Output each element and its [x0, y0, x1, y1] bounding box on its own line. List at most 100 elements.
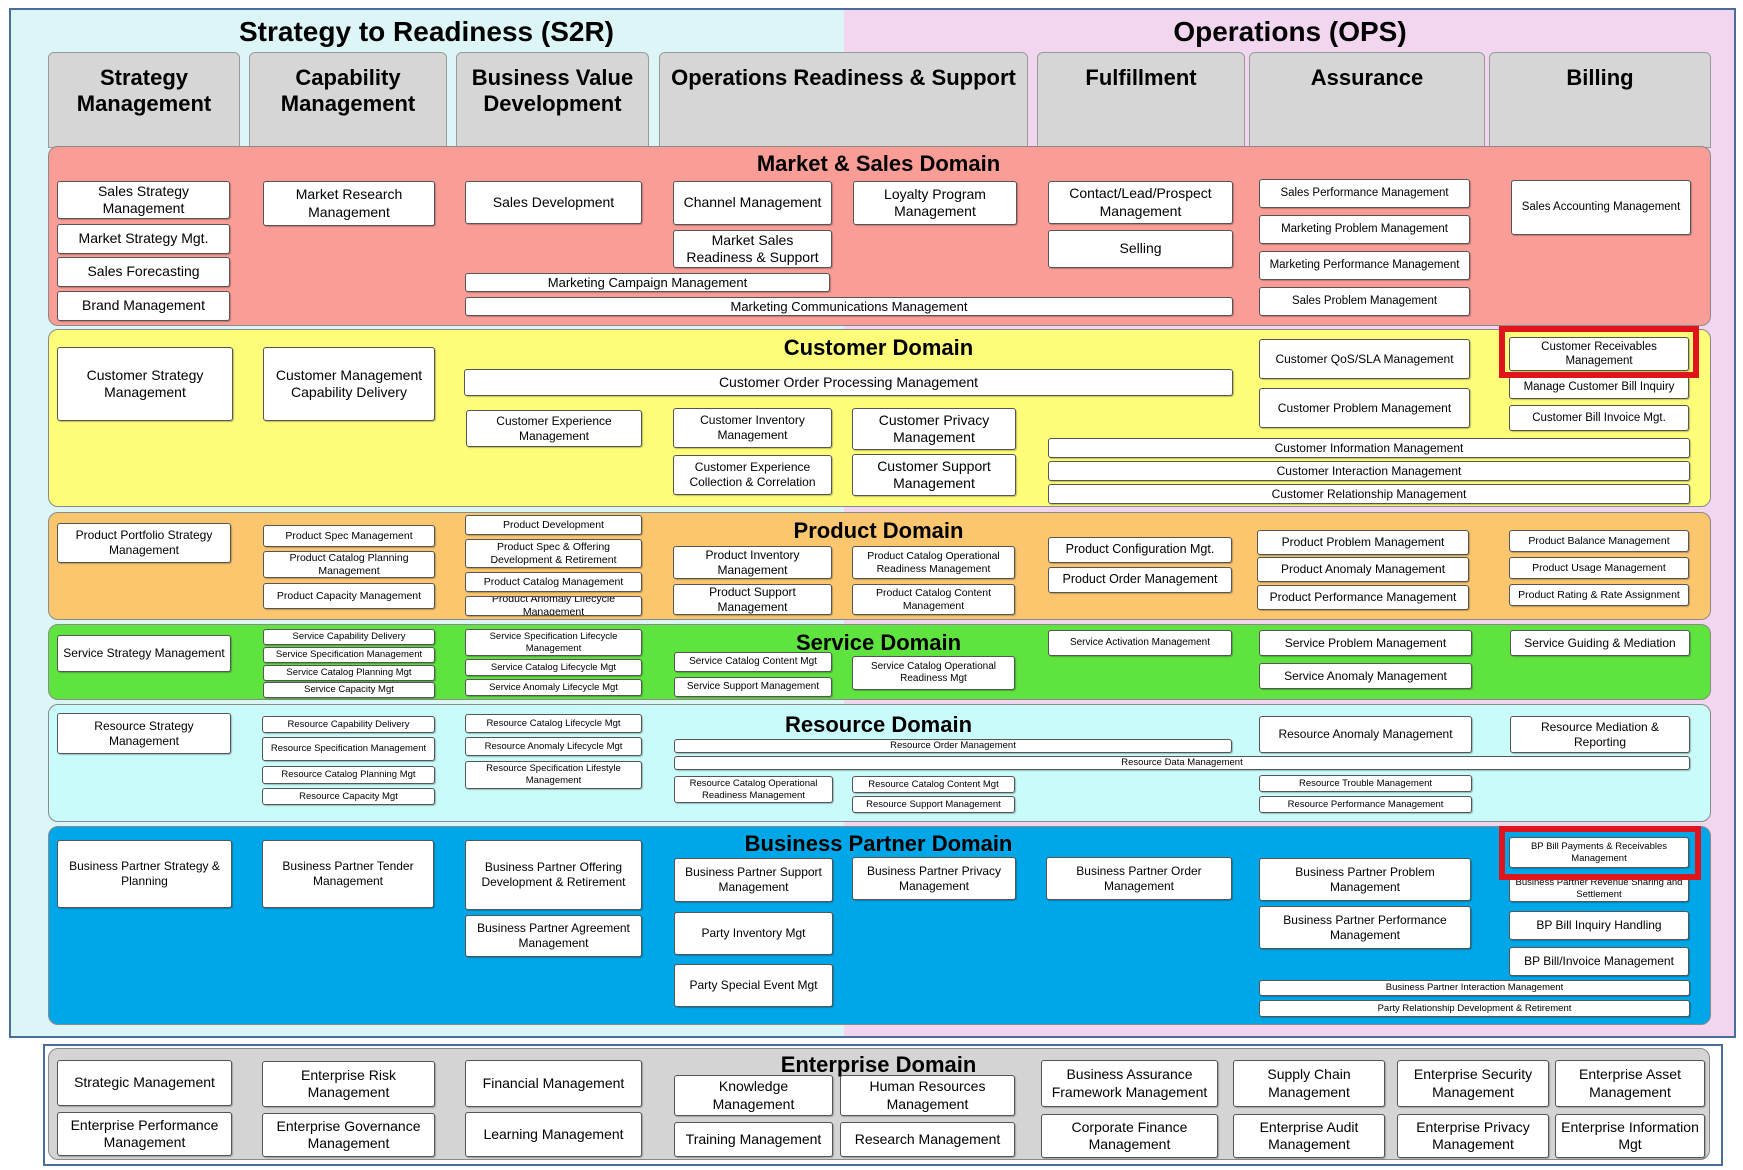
process-box[interactable]: Enterprise Governance Management: [262, 1113, 435, 1157]
process-box[interactable]: Customer Privacy Management: [852, 408, 1016, 450]
process-box[interactable]: Enterprise Performance Management: [57, 1112, 232, 1156]
process-box[interactable]: Sales Problem Management: [1259, 287, 1470, 316]
process-box[interactable]: Financial Management: [465, 1060, 642, 1107]
process-box[interactable]: Service Guiding & Mediation: [1510, 630, 1690, 656]
process-box[interactable]: Market Research Management: [263, 181, 435, 226]
process-box[interactable]: Business Partner Interaction Management: [1259, 980, 1690, 996]
process-box[interactable]: Product Catalog Content Management: [852, 584, 1015, 615]
process-box[interactable]: Business Partner Support Management: [674, 858, 833, 902]
process-box[interactable]: Resource Trouble Management: [1259, 775, 1472, 792]
process-box[interactable]: Business Partner Offering Development & …: [465, 840, 642, 910]
process-box[interactable]: Customer Bill Invoice Mgt.: [1509, 405, 1689, 431]
process-box[interactable]: Business Partner Tender Management: [262, 840, 434, 908]
process-box[interactable]: Resource Order Management: [674, 739, 1232, 753]
process-box[interactable]: Customer Information Management: [1048, 438, 1690, 458]
process-box[interactable]: Sales Performance Management: [1259, 179, 1470, 208]
process-box[interactable]: Customer Problem Management: [1259, 388, 1470, 428]
process-box[interactable]: Customer Receivables Management: [1509, 337, 1689, 371]
process-box[interactable]: Party Relationship Development & Retirem…: [1259, 1000, 1690, 1017]
process-box[interactable]: Service Catalog Lifecycle Mgt: [465, 659, 642, 676]
process-box[interactable]: Resource Specification Lifestyle Managem…: [465, 761, 642, 789]
process-box[interactable]: Resource Strategy Management: [57, 713, 231, 754]
process-box[interactable]: Marketing Problem Management: [1259, 215, 1470, 244]
process-box[interactable]: Learning Management: [465, 1112, 642, 1157]
process-box[interactable]: Service Strategy Management: [57, 635, 231, 672]
process-box[interactable]: Product Order Management: [1048, 567, 1232, 593]
process-box[interactable]: Enterprise Audit Management: [1233, 1114, 1385, 1158]
process-box[interactable]: Business Partner Agreement Management: [465, 915, 642, 957]
process-box[interactable]: Product Anomaly Lifecycle Management: [465, 596, 642, 616]
process-box[interactable]: Loyalty Program Management: [853, 181, 1017, 225]
process-box[interactable]: Service Support Management: [674, 677, 832, 697]
process-box[interactable]: Product Capacity Management: [263, 583, 435, 609]
process-box[interactable]: Product Balance Management: [1509, 530, 1689, 552]
process-box[interactable]: Customer Strategy Management: [57, 347, 233, 421]
process-box[interactable]: Business Partner Order Management: [1046, 857, 1232, 900]
process-box[interactable]: Service Activation Management: [1048, 630, 1232, 656]
process-box[interactable]: Knowledge Management: [674, 1075, 833, 1116]
process-box[interactable]: Party Special Event Mgt: [674, 964, 833, 1007]
process-box[interactable]: Resource Capability Delivery: [262, 716, 435, 733]
process-box[interactable]: BP Bill Payments & Receivables Managemen…: [1509, 837, 1689, 868]
process-box[interactable]: Selling: [1048, 230, 1233, 268]
process-box[interactable]: Resource Catalog Operational Readiness M…: [674, 776, 833, 803]
process-box[interactable]: Product Development: [465, 515, 642, 535]
process-box[interactable]: Sales Strategy Management: [57, 181, 230, 219]
process-box[interactable]: Product Inventory Management: [673, 546, 832, 579]
process-box[interactable]: Resource Data Management: [674, 756, 1690, 770]
process-box[interactable]: Business Partner Revenue Sharing and Set…: [1509, 876, 1689, 902]
process-box[interactable]: Service Problem Management: [1259, 630, 1472, 656]
process-box[interactable]: Research Management: [840, 1122, 1015, 1157]
process-box[interactable]: Customer Inventory Management: [673, 408, 832, 448]
process-box[interactable]: Business Partner Performance Management: [1259, 906, 1471, 949]
process-box[interactable]: Product Portfolio Strategy Management: [57, 523, 231, 563]
process-box[interactable]: Human Resources Management: [840, 1075, 1015, 1116]
process-box[interactable]: Service Catalog Operational Readiness Mg…: [852, 656, 1015, 690]
process-box[interactable]: Product Support Management: [673, 584, 832, 615]
process-box[interactable]: Product Performance Management: [1257, 585, 1469, 610]
process-box[interactable]: Resource Specification Management: [262, 737, 435, 761]
process-box[interactable]: Service Specification Management: [263, 647, 435, 663]
process-box[interactable]: Service Anomaly Lifecycle Mgt: [465, 679, 642, 696]
process-box[interactable]: Business Partner Strategy & Planning: [57, 840, 232, 908]
process-box[interactable]: Enterprise Risk Management: [262, 1061, 435, 1107]
process-box[interactable]: Strategic Management: [57, 1060, 232, 1106]
process-box[interactable]: Sales Accounting Management: [1511, 180, 1691, 235]
process-box[interactable]: Business Partner Privacy Management: [852, 857, 1016, 900]
process-box[interactable]: Customer QoS/SLA Management: [1259, 339, 1470, 379]
process-box[interactable]: Service Catalog Planning Mgt: [263, 665, 435, 681]
process-box[interactable]: Product Catalog Operational Readiness Ma…: [852, 546, 1015, 579]
process-box[interactable]: Marketing Communications Management: [465, 297, 1233, 316]
process-box[interactable]: Customer Interaction Management: [1048, 461, 1690, 481]
process-box[interactable]: Product Problem Management: [1257, 530, 1469, 555]
process-box[interactable]: Brand Management: [57, 291, 230, 321]
process-box[interactable]: Market Strategy Mgt.: [57, 224, 230, 254]
process-box[interactable]: Product Spec Management: [263, 525, 435, 547]
process-box[interactable]: Sales Development: [465, 181, 642, 224]
process-box[interactable]: Enterprise Information Mgt: [1555, 1114, 1705, 1158]
process-box[interactable]: Business Partner Problem Management: [1259, 858, 1471, 901]
process-box[interactable]: Supply Chain Management: [1233, 1060, 1385, 1107]
process-box[interactable]: Party Inventory Mgt: [674, 912, 833, 955]
process-box[interactable]: Resource Anomaly Management: [1259, 716, 1472, 753]
process-box[interactable]: Manage Customer Bill Inquiry: [1509, 376, 1689, 399]
process-box[interactable]: Contact/Lead/Prospect Management: [1048, 181, 1233, 224]
process-box[interactable]: Product Configuration Mgt.: [1048, 537, 1232, 563]
process-box[interactable]: Customer Experience Management: [466, 410, 642, 447]
process-box[interactable]: Resource Catalog Planning Mgt: [262, 766, 435, 784]
process-box[interactable]: Business Assurance Framework Management: [1041, 1060, 1218, 1107]
process-box[interactable]: Product Catalog Management: [465, 572, 642, 592]
process-box[interactable]: Customer Support Management: [852, 454, 1016, 496]
process-box[interactable]: BP Bill/Invoice Management: [1509, 947, 1689, 976]
process-box[interactable]: Product Anomaly Management: [1257, 557, 1469, 582]
process-box[interactable]: Product Rating & Rate Assignment: [1509, 584, 1689, 606]
process-box[interactable]: Marketing Performance Management: [1259, 251, 1470, 280]
process-box[interactable]: Resource Anomaly Lifecycle Mgt: [465, 737, 642, 756]
process-box[interactable]: Service Anomaly Management: [1259, 663, 1472, 689]
process-box[interactable]: Customer Order Processing Management: [464, 369, 1233, 396]
process-box[interactable]: Sales Forecasting: [57, 257, 230, 287]
process-box[interactable]: Marketing Campaign Management: [465, 273, 830, 292]
process-box[interactable]: Resource Mediation & Reporting: [1510, 716, 1690, 753]
process-box[interactable]: Service Capacity Mgt: [263, 682, 435, 698]
process-box[interactable]: Training Management: [674, 1122, 833, 1157]
